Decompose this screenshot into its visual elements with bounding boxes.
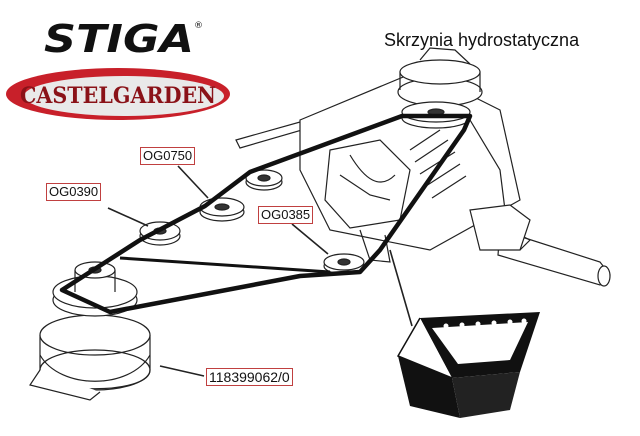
pulley-og0750 <box>245 169 283 191</box>
stiga-logo-text: STIGA <box>44 18 194 58</box>
pulley-og0750-second <box>199 197 245 222</box>
part-label-og0385[interactable]: OG0385 <box>258 206 314 224</box>
hydrostatic-transmission <box>235 47 611 287</box>
castelgarden-logo: CASTELGARDEN <box>6 68 230 120</box>
registered-mark: ® <box>194 21 203 31</box>
diagram-title: Skrzynia hydrostatyczna <box>384 30 580 50</box>
electric-clutch <box>29 261 151 401</box>
part-label-og0750[interactable]: OG0750 <box>140 147 196 165</box>
castelgarden-logo-text: CASTELGARDEN <box>20 83 216 109</box>
part-label-og0390[interactable]: OG0390 <box>46 183 102 201</box>
stiga-logo: STIGA ® <box>44 18 203 58</box>
castelgarden-inner-swoosh <box>24 76 224 116</box>
belt-cross-section <box>396 312 540 418</box>
drive-belt <box>59 113 473 315</box>
part-label-118399062[interactable]: 118399062/0 <box>206 368 293 386</box>
leader-lines <box>107 165 413 377</box>
pulley-og0385 <box>323 253 365 275</box>
